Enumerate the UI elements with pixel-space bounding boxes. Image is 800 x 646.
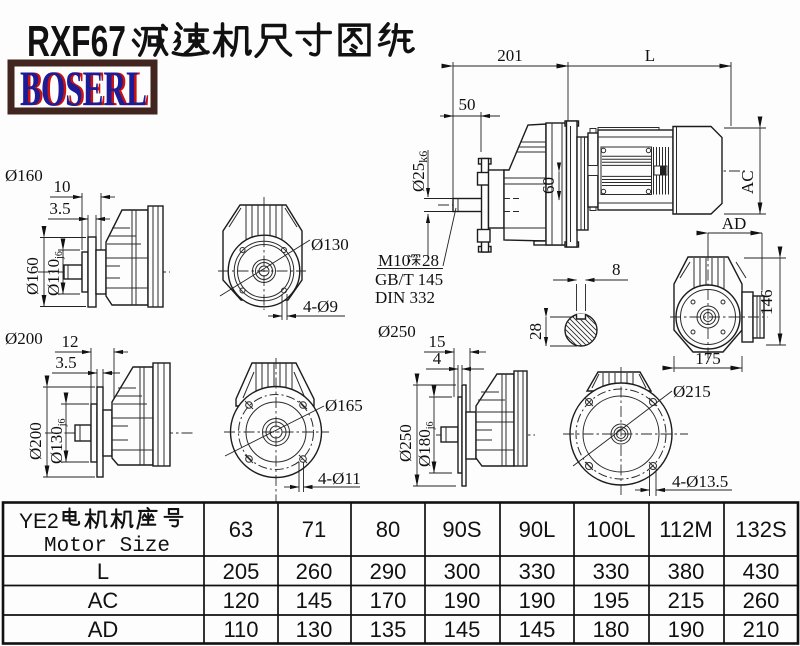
svg-text:Ø215: Ø215 [673,382,711,401]
svg-text:Ø160: Ø160 [5,166,43,185]
svg-text:28: 28 [526,323,545,340]
svg-text:Ø110j6: Ø110j6 [44,251,65,296]
svg-text:112M: 112M [659,517,712,542]
svg-text:190: 190 [668,617,705,642]
svg-text:L: L [97,559,109,584]
svg-text:4: 4 [433,349,442,368]
svg-text:YE2: YE2 [19,510,59,533]
svg-text:205: 205 [223,559,260,584]
svg-text:AC: AC [738,170,757,194]
svg-text:195: 195 [593,588,630,613]
svg-text:GB/T 145: GB/T 145 [375,270,443,289]
svg-text:50: 50 [459,95,476,114]
svg-text:L: L [645,46,655,65]
svg-text:60: 60 [539,177,558,194]
svg-text:260: 260 [743,588,780,613]
svg-text:4-Ø13.5: 4-Ø13.5 [672,472,728,491]
svg-text:AC: AC [88,588,119,613]
svg-text:Ø130: Ø130 [311,235,349,254]
svg-text:210: 210 [743,617,780,642]
svg-text:Ø250: Ø250 [378,322,416,341]
svg-text:Motor Size: Motor Size [44,535,170,558]
svg-text:Ø130j6: Ø130j6 [47,418,68,464]
svg-text:10: 10 [54,177,71,196]
svg-text:175: 175 [695,349,721,368]
svg-text:190: 190 [444,588,481,613]
svg-text:DIN 332: DIN 332 [375,288,435,307]
svg-text:AD: AD [722,214,747,233]
svg-text:300: 300 [444,559,481,584]
svg-text:146: 146 [757,290,776,316]
svg-text:80: 80 [376,517,400,542]
svg-text:130: 130 [296,617,333,642]
svg-text:4-Ø11: 4-Ø11 [318,469,361,488]
svg-text:Ø200: Ø200 [26,422,45,460]
svg-text:90L: 90L [519,517,556,542]
svg-text:135: 135 [370,617,407,642]
svg-text:3.5: 3.5 [55,353,76,372]
svg-text:4-Ø9: 4-Ø9 [303,297,338,316]
svg-text:Ø25k6: Ø25k6 [409,151,430,192]
svg-text:190: 190 [519,588,556,613]
svg-text:100L: 100L [587,517,636,542]
svg-text:110: 110 [223,617,258,642]
svg-text:330: 330 [519,559,556,584]
svg-text:Ø165: Ø165 [325,396,363,415]
svg-text:Ø200: Ø200 [5,329,43,348]
svg-text:Ø180j6: Ø180j6 [415,421,436,467]
svg-text:M10: M10 [378,251,410,270]
svg-text:170: 170 [370,588,407,613]
svg-text:201: 201 [497,46,523,65]
svg-text:BOSERL: BOSERL [23,60,150,116]
svg-text:132S: 132S [735,517,786,542]
svg-text:120: 120 [223,588,260,613]
svg-text:AD: AD [88,617,119,642]
svg-text:180: 180 [593,617,630,642]
svg-text:15: 15 [429,332,446,351]
svg-text:RXF67: RXF67 [27,17,126,66]
svg-text:145: 145 [444,617,481,642]
svg-text:8: 8 [612,260,621,279]
svg-text:63: 63 [229,517,253,542]
svg-text:BOSERL: BOSERL [20,60,147,116]
svg-text:330: 330 [593,559,630,584]
svg-text:380: 380 [668,559,705,584]
svg-text:290: 290 [370,559,407,584]
svg-text:90S: 90S [442,517,481,542]
svg-text:145: 145 [519,617,556,642]
svg-text:12: 12 [62,332,79,351]
svg-text:430: 430 [743,559,780,584]
svg-text:28: 28 [422,251,439,270]
svg-text:145: 145 [296,588,333,613]
svg-text:260: 260 [296,559,333,584]
svg-text:71: 71 [302,517,326,542]
svg-text:Ø250: Ø250 [396,424,415,462]
svg-text:3.5: 3.5 [49,199,70,218]
svg-text:215: 215 [668,588,705,613]
svg-text:Ø160: Ø160 [23,257,42,295]
